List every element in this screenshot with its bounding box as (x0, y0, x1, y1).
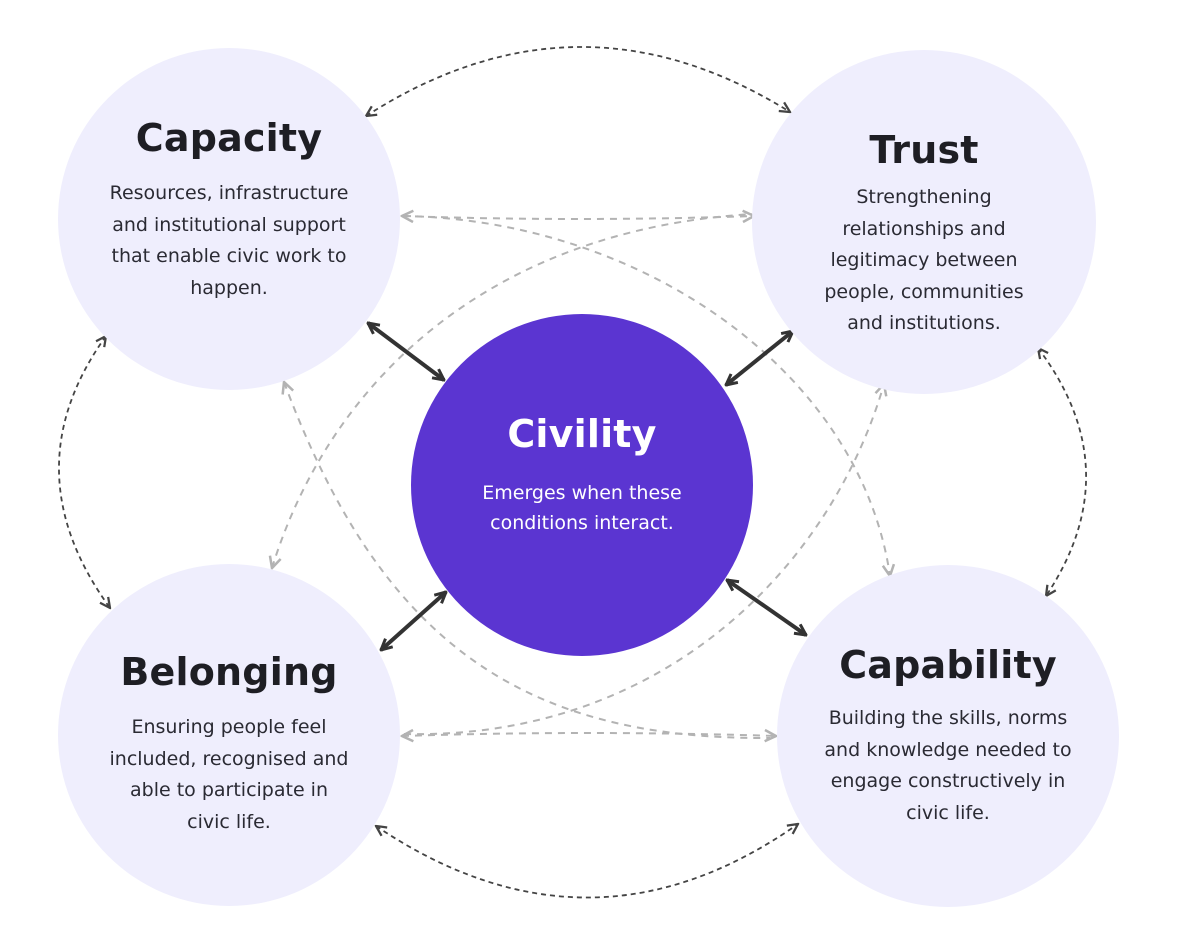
capacity-description: Resources, infrastructure and institutio… (109, 182, 349, 299)
outer-arrow-belonging-capability (376, 824, 798, 899)
capability-node: Capability Building the skills, norms an… (777, 565, 1119, 907)
inner-arrow-belonging-trust (272, 213, 884, 736)
capacity-node: Capacity Resources, infrastructure and i… (58, 48, 400, 390)
inner-arrow-capacity-trust (402, 216, 754, 219)
solid-arrow-civility-capacity (368, 323, 444, 380)
belonging-node: Belonging Ensuring people feel included,… (58, 564, 400, 906)
solid-arrow-civility-belonging (381, 592, 446, 650)
belonging-title: Belonging (120, 650, 338, 694)
solid-arrow-civility-capability (727, 580, 806, 635)
belonging-description: Ensuring people feel included, recognise… (109, 716, 349, 833)
outer-arrow-capacity-trust (366, 46, 790, 116)
civility-node: Civility Emerges when these conditions i… (411, 314, 753, 656)
capability-title: Capability (839, 643, 1057, 687)
trust-description: Strengthening relationships and legitima… (824, 186, 1024, 334)
inner-arrow-belonging-capability (402, 733, 776, 736)
solid-arrow-civility-trust (726, 331, 793, 385)
capacity-title: Capacity (135, 116, 323, 160)
civility-title: Civility (507, 412, 657, 456)
trust-title: Trust (869, 128, 979, 172)
trust-node: Trust Strengthening relationships and le… (752, 50, 1096, 394)
capability-description: Building the skills, norms and knowledge… (824, 707, 1072, 824)
civility-description: Emerges when these conditions interact. (482, 482, 682, 534)
outer-arrow-trust-capability (1038, 348, 1087, 596)
outer-arrow-capacity-belonging (58, 336, 110, 608)
